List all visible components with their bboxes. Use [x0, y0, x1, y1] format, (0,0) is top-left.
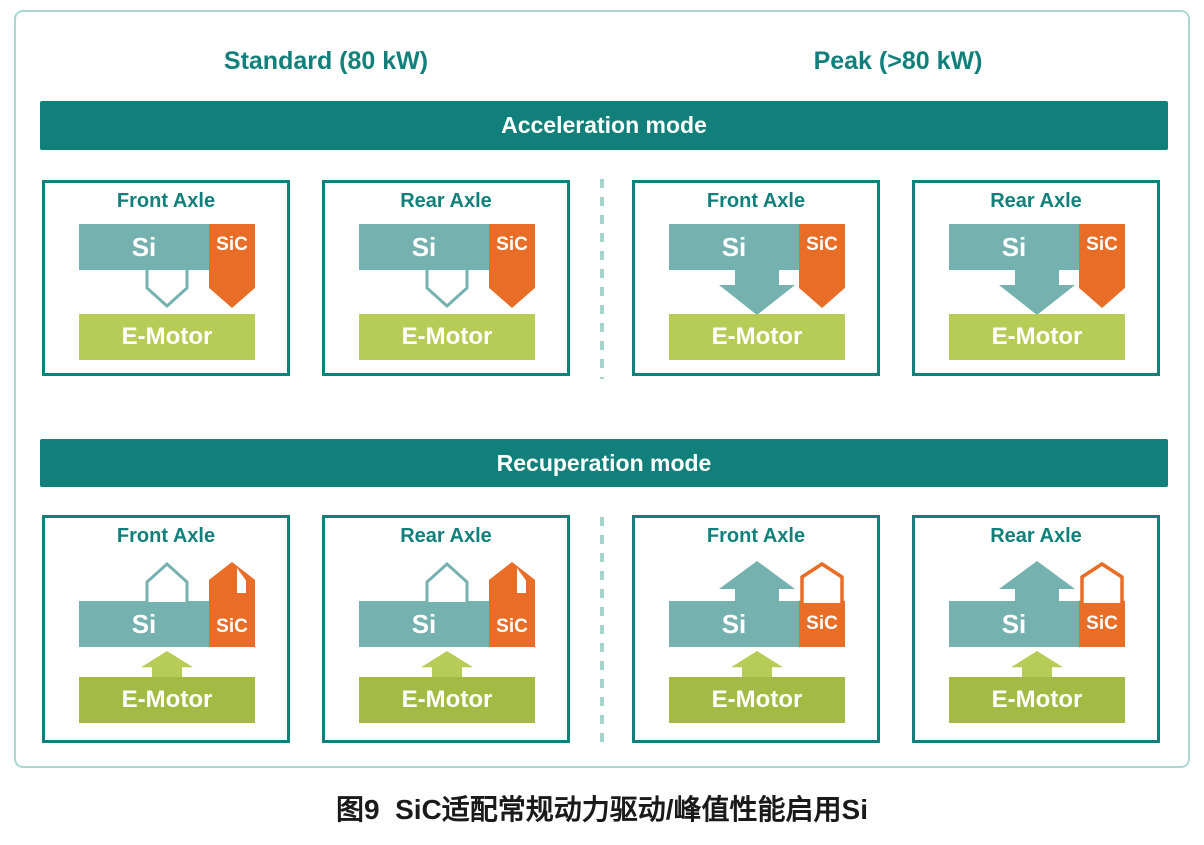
- sic-block: SiC: [209, 224, 255, 308]
- si-label: Si: [721, 231, 747, 262]
- axle-card: Front Axle Si SiC SiC SiC: [632, 515, 880, 743]
- si-arrow-up-hollow-icon: [425, 561, 469, 602]
- e-motor-label: E-Motor: [121, 686, 213, 713]
- axle-card: Rear Axle Si SiC SiC SiC: [322, 180, 570, 376]
- mode-banner-acceleration: Acceleration mode: [40, 101, 1168, 150]
- e-motor-block: E-Motor: [359, 314, 535, 360]
- column-header-standard: Standard (80 kW): [223, 47, 429, 75]
- e-motor-block: E-Motor: [79, 677, 255, 723]
- axle-title: Rear Axle: [400, 525, 492, 547]
- axle-title: Front Axle: [706, 525, 806, 547]
- mode-banner-recuperation: Recuperation mode: [40, 439, 1168, 487]
- e-motor-block: E-Motor: [79, 314, 255, 360]
- e-motor-label: E-Motor: [711, 686, 803, 713]
- axle-title: Front Axle: [116, 525, 216, 547]
- column-header-peak: Peak (>80 kW): [813, 47, 983, 75]
- si-arrow-down-solid-icon: [999, 270, 1075, 315]
- sic-block: SiC: [1079, 601, 1125, 647]
- e-motor-label: E-Motor: [991, 323, 1083, 350]
- axle-title: Front Axle: [706, 190, 806, 212]
- si-label: Si: [1001, 231, 1027, 262]
- sic-highlight-notch: [517, 568, 526, 593]
- si-arrow-down-solid-icon: [719, 270, 795, 315]
- sic-label: SiC: [216, 616, 248, 637]
- column-divider: [600, 179, 604, 379]
- sic-label: SiC: [496, 616, 528, 637]
- axle-card: Rear Axle Si SiC SiC SiC: [912, 180, 1160, 376]
- sic-highlight-notch: [237, 568, 246, 593]
- si-arrow-down-hollow-icon: [425, 270, 469, 309]
- si-label: Si: [411, 608, 437, 639]
- e-motor-block: E-Motor: [669, 314, 845, 360]
- si-block: Si: [79, 224, 209, 270]
- sic-block: SiC: [489, 224, 535, 308]
- e-motor-arrow-up-icon: [1011, 651, 1063, 678]
- sic-arrow-up-hollow-icon: [1079, 561, 1125, 603]
- e-motor-block: E-Motor: [669, 677, 845, 723]
- sic-label: SiC: [1086, 234, 1118, 255]
- axle-card: Front Axle Si SiC SiC SiC: [632, 180, 880, 376]
- e-motor-arrow-up-icon: [731, 651, 783, 678]
- card-row-acceleration: Front Axle Si SiC SiC SiC: [16, 180, 1188, 376]
- axle-card: Rear Axle Si SiC SiC SiC: [322, 515, 570, 743]
- column-divider: [600, 517, 604, 747]
- e-motor-block: E-Motor: [949, 677, 1125, 723]
- axle-title: Rear Axle: [990, 525, 1082, 547]
- sic-block: SiC: [209, 562, 255, 647]
- diagram-frame: Standard (80 kW) Peak (>80 kW) Accelerat…: [14, 10, 1190, 768]
- si-arrow-up-hollow-icon: [145, 561, 189, 602]
- si-label: Si: [411, 231, 437, 262]
- e-motor-label: E-Motor: [991, 686, 1083, 713]
- axle-card: Front Axle Si SiC SiC SiC: [42, 515, 290, 743]
- si-label: Si: [131, 608, 157, 639]
- e-motor-block: E-Motor: [949, 314, 1125, 360]
- sic-label: SiC: [806, 234, 838, 255]
- e-motor-label: E-Motor: [121, 323, 213, 350]
- e-motor-arrow-up-icon: [141, 651, 193, 678]
- si-label: Si: [131, 231, 157, 262]
- sic-block: SiC: [1079, 224, 1125, 308]
- sic-block: SiC: [489, 562, 535, 647]
- e-motor-label: E-Motor: [401, 323, 493, 350]
- si-block: Si: [79, 601, 209, 647]
- figure-caption: 图9 SiC适配常规动力驱动/峰值性能启用Si: [335, 794, 869, 825]
- sic-block: SiC: [799, 224, 845, 308]
- sic-block: SiC: [799, 601, 845, 647]
- axle-title: Rear Axle: [400, 190, 492, 212]
- si-block: Si: [949, 224, 1079, 270]
- si-label: Si: [1001, 608, 1027, 639]
- si-block: Si: [669, 224, 799, 270]
- sic-label: SiC: [1086, 613, 1118, 634]
- si-block: Si: [949, 601, 1079, 647]
- si-arrow-down-hollow-icon: [145, 270, 189, 309]
- e-motor-arrow-up-icon: [421, 651, 473, 678]
- si-arrow-up-solid-icon: [719, 561, 795, 602]
- e-motor-label: E-Motor: [711, 323, 803, 350]
- axle-card: Front Axle Si SiC SiC SiC: [42, 180, 290, 376]
- axle-title: Front Axle: [116, 190, 216, 212]
- axle-title: Rear Axle: [990, 190, 1082, 212]
- sic-label: SiC: [496, 234, 528, 255]
- si-arrow-up-solid-icon: [999, 561, 1075, 602]
- si-label: Si: [721, 608, 747, 639]
- sic-arrow-up-hollow-icon: [799, 561, 845, 603]
- axle-card: Rear Axle Si SiC SiC SiC: [912, 515, 1160, 743]
- sic-label: SiC: [216, 234, 248, 255]
- si-block: Si: [359, 224, 489, 270]
- si-block: Si: [359, 601, 489, 647]
- e-motor-block: E-Motor: [359, 677, 535, 723]
- card-row-recuperation: Front Axle Si SiC SiC SiC: [16, 515, 1188, 743]
- sic-label: SiC: [806, 613, 838, 634]
- e-motor-label: E-Motor: [401, 686, 493, 713]
- si-block: Si: [669, 601, 799, 647]
